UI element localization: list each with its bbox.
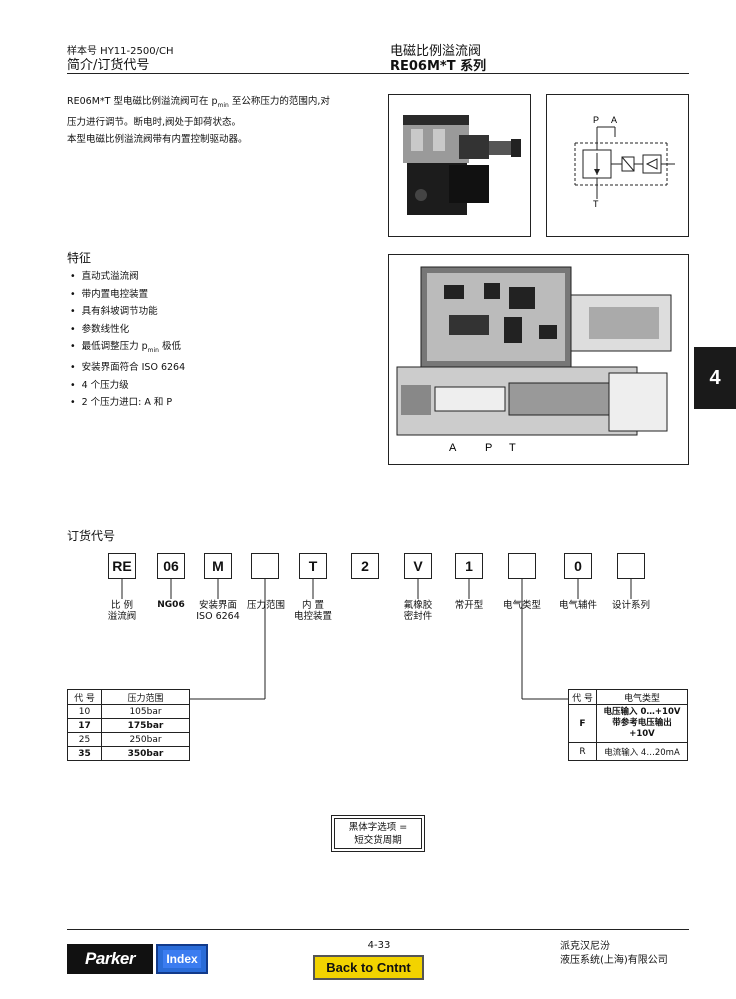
header-rule (67, 73, 689, 74)
intro-text: RE06M*T 型电磁比例溢流阀可在 pmin 至公称压力的范围内,对 压力进行… (67, 96, 330, 145)
note-box: 黑体字选项 = 短交货周期 (331, 815, 425, 852)
feature-item: 2 个压力进口: A 和 P (70, 394, 185, 412)
section-drawing: A P T (388, 254, 689, 465)
pressure-header-code: 代 号 (67, 689, 102, 705)
code-m: M (204, 553, 232, 579)
elec-header-code: 代 号 (568, 689, 597, 705)
feature-item: 最低调整压力 pmin 极低 (70, 338, 185, 359)
company-name: 派克汉尼汾 液压系统(上海)有限公司 (560, 941, 668, 966)
code-1: 1 (455, 553, 483, 579)
feature-item: 带内置电控装置 (70, 286, 185, 304)
label-ng: NG06 (157, 600, 185, 610)
section-port-p: P (485, 442, 492, 454)
pressure-header-range: 压力范围 (101, 689, 190, 705)
label-accessory: 电气辅件 (558, 600, 597, 611)
footer-rule (67, 929, 689, 930)
valve-photo (388, 94, 531, 237)
feature-item: 4 个压力级 (70, 377, 185, 395)
symbol-port-t: T (593, 199, 599, 209)
pressure-table: 代 号 压力范围 10 105bar 17 175bar 25 250bar 3… (67, 689, 190, 761)
label-seal: 氟橡胶 密封件 (403, 600, 433, 622)
label-electrical: 电气类型 (502, 600, 541, 611)
label-electronics: 内 置 电控装置 (293, 600, 332, 622)
code-2: 2 (351, 553, 379, 579)
table-row: R 电流输入 4…20mA (568, 742, 688, 761)
page-number: 4-33 (367, 940, 391, 951)
section-port-t: T (509, 442, 516, 454)
code-pressure (251, 553, 279, 579)
features-list: 直动式溢流阀 带内置电控装置 具有斜坡调节功能 参数线性化 最低调整压力 pmi… (70, 268, 186, 412)
series-title: RE06M*T 系列 (390, 59, 487, 74)
label-re: 比 例 溢流阀 (107, 600, 137, 622)
index-button[interactable]: Index (156, 944, 208, 974)
section-title: 简介/订货代号 (67, 58, 150, 73)
ordering-title: 订货代号 (67, 529, 116, 543)
back-to-content-button[interactable]: Back to Cntnt (313, 955, 424, 980)
section-port-a: A (449, 442, 457, 454)
code-design (617, 553, 645, 579)
code-re: RE (108, 553, 136, 579)
code-v: V (404, 553, 432, 579)
parker-logo: Parker (67, 944, 153, 974)
hydraulic-symbol: P A T (546, 94, 689, 237)
page-title: 电磁比例溢流阀 (390, 44, 482, 59)
code-0: 0 (564, 553, 592, 579)
label-pressure: 压力范围 (246, 600, 285, 611)
code-t: T (299, 553, 327, 579)
features-title: 特征 (67, 251, 92, 265)
label-normally-open: 常开型 (454, 600, 484, 611)
feature-item: 安装界面符合 ISO 6264 (70, 359, 186, 377)
feature-item: 参数线性化 (70, 321, 185, 339)
table-row: 17 175bar (67, 718, 190, 733)
table-row: F 电压输入 0…+10V 带参考电压输出 +10V (568, 704, 688, 743)
symbol-port-p: P (593, 115, 599, 125)
electrical-table: 代 号 电气类型 F 电压输入 0…+10V 带参考电压输出 +10V R 电流… (568, 689, 688, 761)
elec-header-type: 电气类型 (596, 689, 688, 705)
catalog-number: 样本号 HY11-2500/CH (67, 46, 174, 57)
chapter-tab: 4 (694, 347, 736, 409)
table-row: 10 105bar (67, 704, 190, 719)
code-electrical (508, 553, 536, 579)
label-design: 设计系列 (611, 600, 650, 611)
code-06: 06 (157, 553, 185, 579)
feature-item: 直动式溢流阀 (70, 268, 185, 286)
label-mount: 安装界面 ISO 6264 (196, 600, 240, 622)
table-row: 25 250bar (67, 732, 190, 747)
symbol-port-a: A (611, 115, 617, 125)
code-connectors (121, 579, 632, 700)
table-row: 35 350bar (67, 746, 190, 761)
feature-item: 具有斜坡调节功能 (70, 303, 185, 321)
